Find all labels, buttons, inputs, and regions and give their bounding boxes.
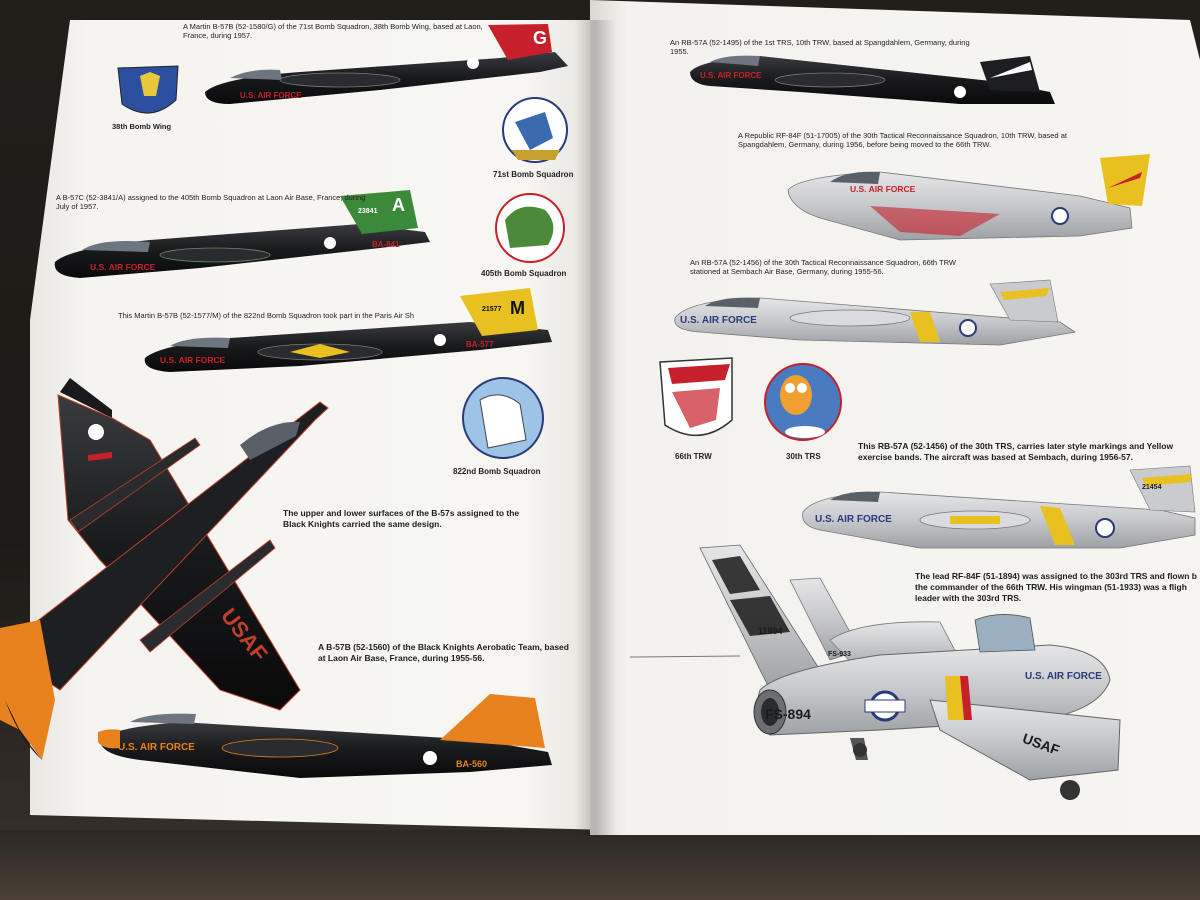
rb57a-30th-aircraft bbox=[674, 279, 1077, 346]
caption-black-knights-b57b: A B-57B (52-1560) of the Black Knights A… bbox=[318, 642, 569, 663]
marking-usaf-black-knights: U.S. AIR FORCE bbox=[118, 742, 195, 753]
marking-tail-m: M bbox=[510, 298, 525, 318]
caption-rb57a-1st-trs: An RB-57A (52-1495) of the 1st TRS, 10th… bbox=[670, 38, 970, 56]
rf84f-lead-aircraft bbox=[629, 544, 1121, 800]
marking-usaf-rf84f-lead: U.S. AIR FORCE bbox=[1025, 671, 1102, 682]
caption-b57b-822nd: This Martin B-57B (52-1577/M) of the 822… bbox=[118, 311, 414, 320]
marking-buzz-577: BA-577 bbox=[466, 340, 494, 349]
caption-b57b-71st: A Martin B-57B (52-1580/G) of the 71st B… bbox=[183, 22, 483, 40]
marking-fs894: FS-894 bbox=[765, 706, 811, 722]
label-405th-bomb-squadron: 405th Bomb Squadron bbox=[481, 269, 567, 278]
30th-trs-insignia bbox=[764, 363, 842, 441]
66th-trw-insignia bbox=[659, 357, 733, 437]
caption-rf84f-30th: A Republic RF-84F (51-17005) of the 30th… bbox=[738, 131, 1067, 149]
label-38th-bomb-wing: 38th Bomb Wing bbox=[112, 122, 172, 131]
marking-tail-g: G bbox=[533, 28, 548, 48]
marking-usaf-822nd: U.S. AIR FORCE bbox=[160, 355, 226, 365]
book-gutter bbox=[575, 20, 615, 835]
caption-b57c-405th: A B-57C (52-3841/A) assigned to the 405t… bbox=[56, 193, 366, 211]
caption-rb57a-30th-66th: An RB-57A (52-1456) of the 30th Tactical… bbox=[690, 258, 956, 276]
marking-fs933: FS-933 bbox=[828, 651, 851, 658]
marking-usaf-rf84f-30th: U.S. AIR FORCE bbox=[850, 184, 916, 194]
label-30th-trs: 30th TRS bbox=[786, 452, 821, 461]
405th-bomb-squadron-insignia bbox=[495, 193, 565, 263]
rf84f-30th-aircraft bbox=[787, 154, 1150, 241]
marking-tail-a: A bbox=[392, 195, 405, 215]
b57b-822nd-aircraft bbox=[144, 288, 552, 372]
marking-usaf-rb57a-later: U.S. AIR FORCE bbox=[815, 514, 892, 525]
marking-serial-3841: 23841 bbox=[358, 208, 378, 215]
black-knights-side-aircraft bbox=[98, 694, 552, 778]
marking-buzz-560: BA-560 bbox=[456, 759, 488, 769]
label-66th-trw: 66th TRW bbox=[675, 452, 712, 461]
marking-serial-21577: 21577 bbox=[482, 306, 502, 313]
caption-black-knights-surfaces: The upper and lower surfaces of the B-57… bbox=[283, 508, 520, 529]
71st-bomb-squadron-insignia bbox=[502, 97, 568, 163]
table-edge bbox=[0, 830, 1200, 900]
caption-rb57a-later: This RB-57A (52-1456) of the 30th TRS, c… bbox=[858, 441, 1174, 462]
label-71st-bomb-squadron: 71st Bomb Squadron bbox=[493, 170, 574, 179]
38th-bomb-wing-insignia bbox=[117, 65, 179, 114]
b57b-71st-aircraft bbox=[205, 24, 568, 104]
marking-usaf-71st: U.S. AIR FORCE bbox=[240, 91, 302, 100]
label-822nd-bomb-squadron: 822nd Bomb Squadron bbox=[453, 467, 541, 476]
marking-usaf-1st-trs: U.S. AIR FORCE bbox=[700, 71, 762, 80]
marking-usaf-405th: U.S. AIR FORCE bbox=[90, 262, 156, 272]
marking-buzz-841: BA-841 bbox=[372, 240, 400, 249]
rb57a-later-markings-aircraft bbox=[802, 465, 1196, 549]
marking-serial-21454: 21454 bbox=[1142, 484, 1162, 491]
marking-usaf-rb57a-30th: U.S. AIR FORCE bbox=[680, 315, 757, 326]
black-knights-topview-aircraft bbox=[0, 378, 329, 760]
rb57a-1st-trs-aircraft bbox=[690, 55, 1055, 104]
822nd-bomb-squadron-insignia bbox=[462, 377, 544, 459]
b57c-405th-aircraft bbox=[54, 190, 430, 278]
caption-rf84f-lead: The lead RF-84F (51-1894) was assigned t… bbox=[915, 571, 1197, 603]
marking-serial-1894: 11894 bbox=[758, 626, 783, 636]
